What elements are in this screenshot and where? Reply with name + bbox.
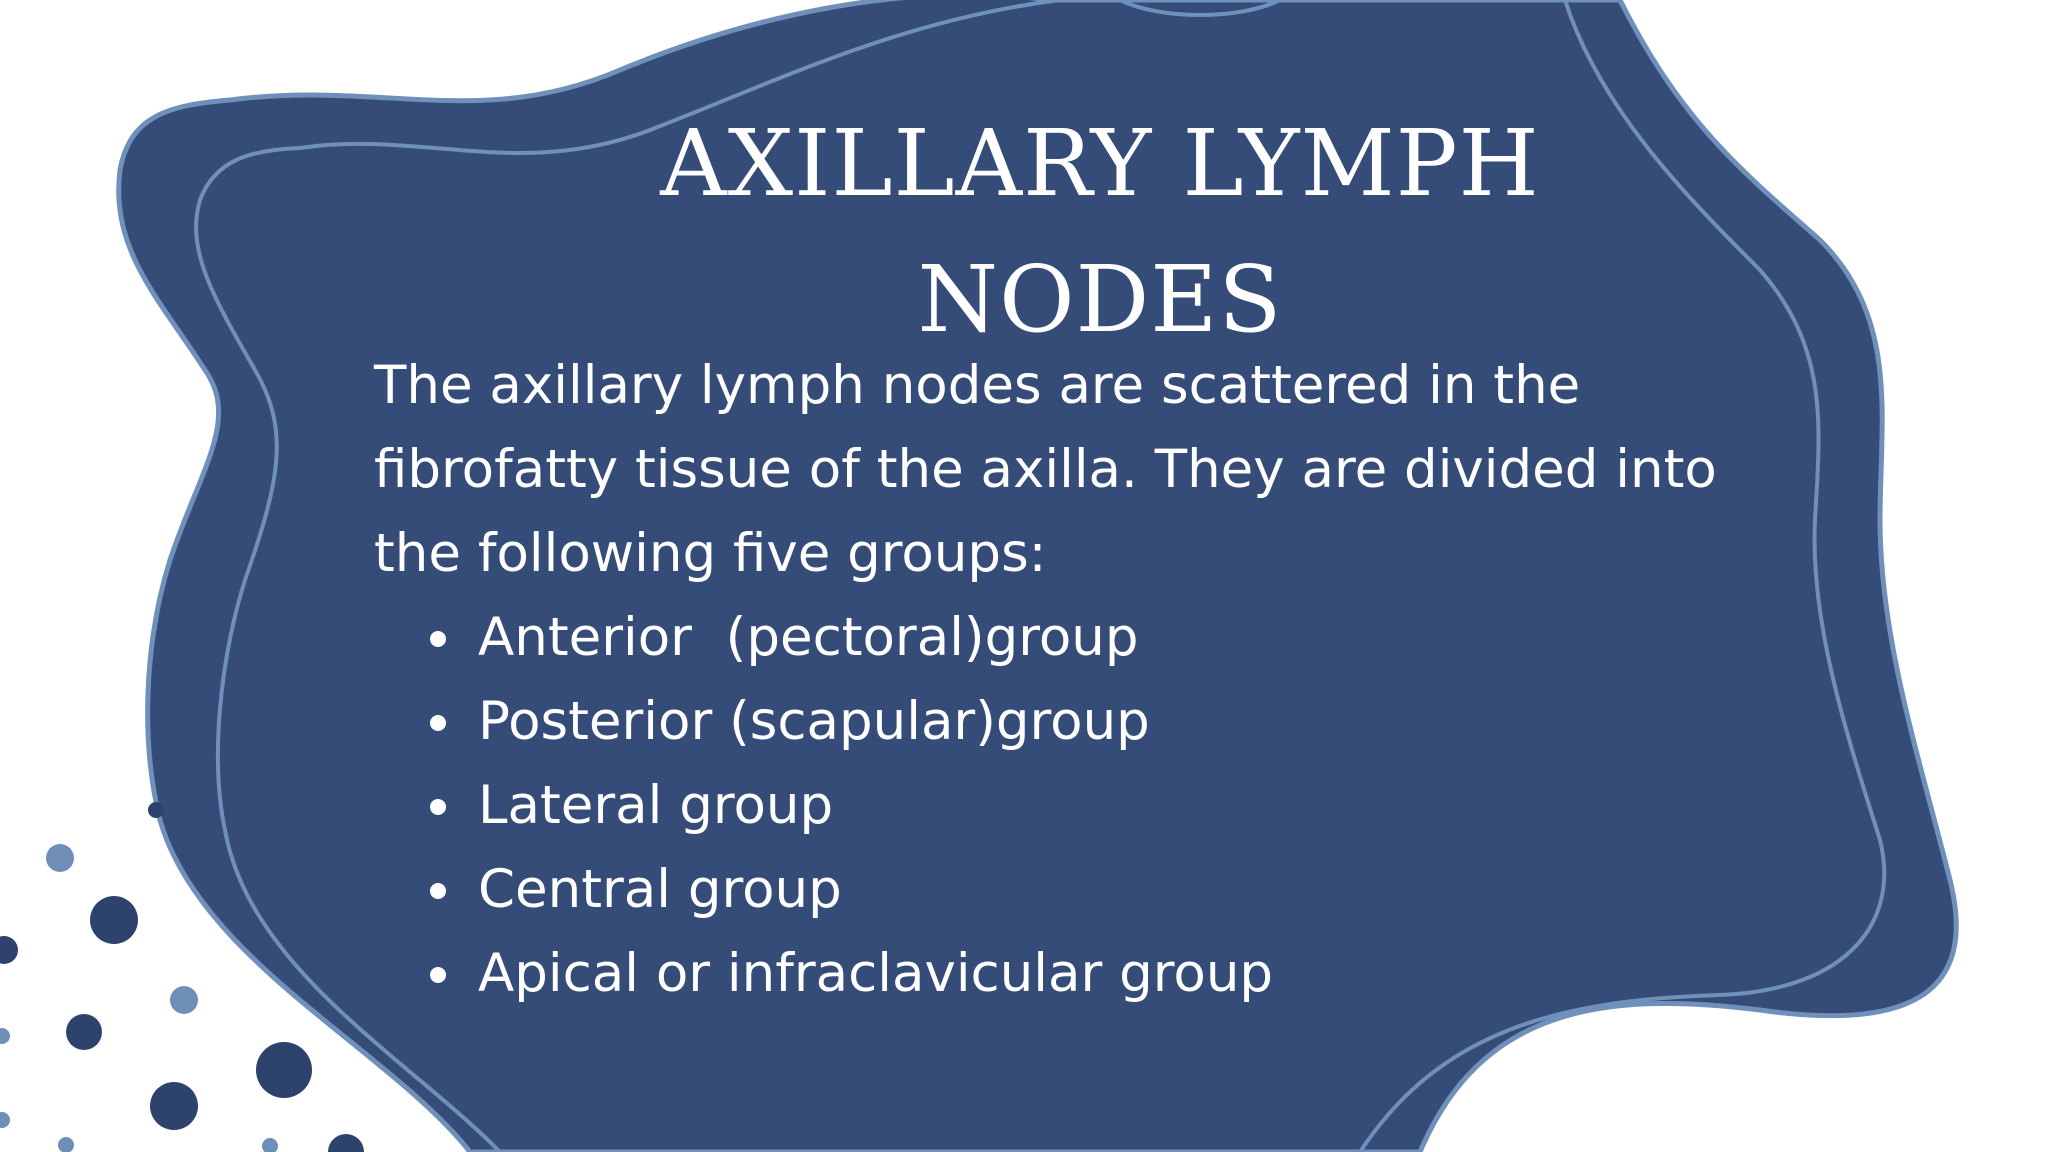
list-item: Lateral group	[374, 764, 1774, 848]
bullet-icon	[430, 715, 446, 731]
list-item-label: Posterior (scapular)group	[478, 691, 1150, 752]
groups-list: Anterior (pectoral)group Posterior (scap…	[374, 596, 1774, 1016]
bullet-icon	[430, 883, 446, 899]
list-item-label: Lateral group	[478, 775, 834, 836]
slide-body: The axillary lymph nodes are scattered i…	[374, 344, 1774, 1016]
list-item: Posterior (scapular)group	[374, 680, 1774, 764]
list-item: Apical or infraclavicular group	[374, 932, 1774, 1016]
blob-top-arc	[1119, 0, 1281, 17]
bullet-icon	[430, 631, 446, 647]
intro-paragraph: The axillary lymph nodes are scattered i…	[374, 355, 1717, 584]
blob-inner-outline	[194, 0, 1887, 1152]
list-item-label: Apical or infraclavicular group	[478, 943, 1274, 1004]
list-item: Central group	[374, 848, 1774, 932]
list-item: Anterior (pectoral)group	[374, 596, 1774, 680]
bullet-icon	[430, 967, 446, 983]
blob-shape	[116, 0, 1959, 1152]
title-line-1: AXILLARY LYMPH	[660, 110, 1540, 217]
title-line-2: NODES	[917, 246, 1283, 353]
list-item-label: Anterior (pectoral)group	[478, 607, 1139, 668]
bullet-icon	[430, 799, 446, 815]
list-item-label: Central group	[478, 859, 842, 920]
dot-pattern	[0, 802, 364, 1152]
slide-title: AXILLARY LYMPH NODES	[600, 96, 1600, 368]
